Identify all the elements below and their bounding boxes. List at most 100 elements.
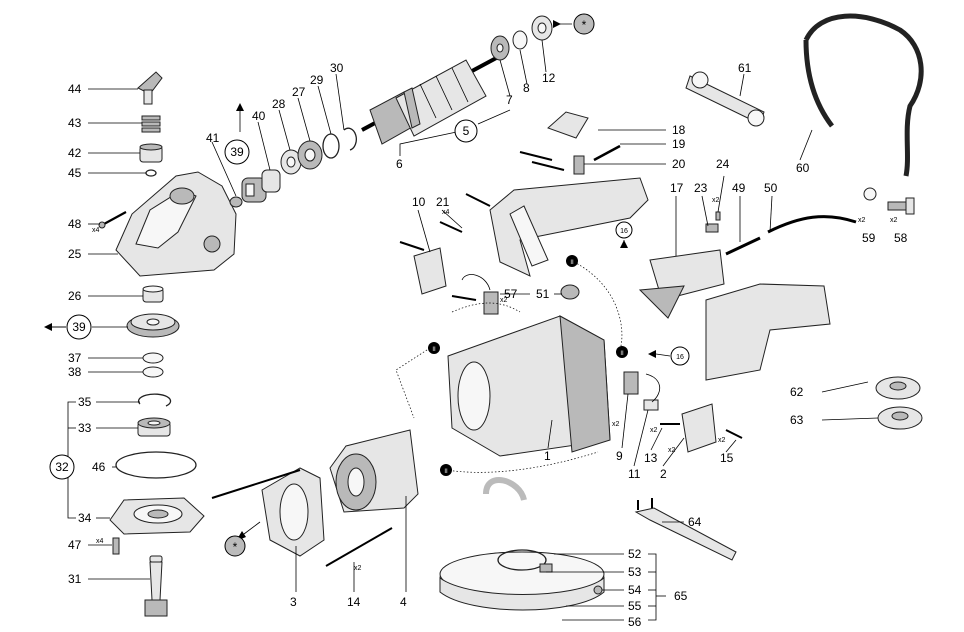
part-27-bearing <box>297 140 323 170</box>
svg-text:62: 62 <box>790 385 804 399</box>
svg-text:46: 46 <box>92 460 106 474</box>
part-handle-half-upper <box>489 177 649 277</box>
svg-text:24: 24 <box>716 157 730 171</box>
guide-dotted-1 <box>573 261 623 351</box>
part-20-spring <box>573 155 585 175</box>
arrow-16-right-leader <box>655 353 671 357</box>
part-47-screw <box>112 537 120 555</box>
svg-text:18: 18 <box>672 123 686 137</box>
svg-text:x4: x4 <box>92 227 100 234</box>
svg-text:30: 30 <box>330 61 344 75</box>
svg-text:57: 57 <box>504 287 518 301</box>
svg-text:5: 5 <box>463 124 470 138</box>
part-11-brush <box>643 373 660 411</box>
leader-lines <box>46 39 879 621</box>
svg-text:6: 6 <box>396 157 403 171</box>
part-rear-handle <box>705 283 831 381</box>
part-14-screw <box>325 527 393 567</box>
marker-ii-1: II <box>566 255 578 267</box>
svg-text:55: 55 <box>628 599 642 613</box>
part-8-washer <box>512 30 528 50</box>
part-12-ring <box>531 15 553 41</box>
part-61-spanner <box>685 71 765 127</box>
svg-text:54: 54 <box>628 583 642 597</box>
svg-text:39: 39 <box>72 320 86 334</box>
svg-text:19: 19 <box>672 137 686 151</box>
part-46-o-ring <box>115 451 197 479</box>
part-52-guard <box>439 477 605 611</box>
svg-text:31: 31 <box>68 572 82 586</box>
svg-text:65: 65 <box>674 589 688 603</box>
circled-callout-16-right: 16 <box>670 346 690 366</box>
part-29-ring <box>322 133 340 159</box>
svg-text:35: 35 <box>78 395 92 409</box>
circled-callout-32: 32 <box>49 454 75 480</box>
part-2-cover <box>681 403 717 453</box>
part-63-flange <box>877 406 923 430</box>
svg-text:29: 29 <box>310 73 324 87</box>
svg-text:63: 63 <box>790 413 804 427</box>
svg-text:II: II <box>432 347 436 353</box>
part-38-washer <box>142 366 164 378</box>
circled-callout-5: 5 <box>454 119 478 143</box>
svg-text:*: * <box>582 18 587 32</box>
part-51-cap <box>560 284 580 300</box>
svg-text:61: 61 <box>738 61 752 75</box>
part-57-brush-holder <box>461 274 499 315</box>
svg-text:28: 28 <box>272 97 286 111</box>
svg-text:11: 11 <box>628 467 641 481</box>
marker-ii-2: II <box>428 342 440 354</box>
svg-text:32: 32 <box>55 460 69 474</box>
part-33-bearing <box>137 417 171 437</box>
part-49-screw <box>725 236 761 256</box>
svg-text:60: 60 <box>796 161 810 175</box>
svg-text:56: 56 <box>628 615 642 629</box>
svg-text:x2: x2 <box>612 421 620 428</box>
svg-text:27: 27 <box>292 85 306 99</box>
svg-text:40: 40 <box>252 109 266 123</box>
svg-text:33: 33 <box>78 421 92 435</box>
part-1-motor-housing <box>447 315 611 457</box>
svg-text:52: 52 <box>628 547 642 561</box>
svg-text:4: 4 <box>400 595 407 609</box>
quantity-markers: x4 x4 x4 x2 x2 x2 x2 x2 x2 x2 x2 x2 <box>92 197 898 572</box>
svg-text:x2: x2 <box>718 437 726 444</box>
svg-text:25: 25 <box>68 247 82 261</box>
screw-upper-1 <box>519 151 553 161</box>
arrow-star-bottom-leader <box>243 521 261 535</box>
marker-ii-3: II <box>616 346 628 358</box>
svg-text:x2: x2 <box>890 217 898 224</box>
circled-callout-16-top: 16 <box>615 221 633 239</box>
part-64-key <box>634 498 737 561</box>
part-40-nut <box>261 169 281 193</box>
part-7-bearing <box>490 35 510 61</box>
svg-text:51: 51 <box>536 287 550 301</box>
circled-callout-39-left: 39 <box>66 314 92 340</box>
star-marker-top: * <box>573 13 595 35</box>
marker-ii-4: II <box>440 464 452 476</box>
svg-text:48: 48 <box>68 217 82 231</box>
svg-text:43: 43 <box>68 116 82 130</box>
svg-text:12: 12 <box>542 71 556 85</box>
svg-text:1: 1 <box>544 449 551 463</box>
part-17-switch <box>638 249 725 319</box>
svg-text:x2: x2 <box>668 447 676 454</box>
part-43-spring <box>141 115 161 133</box>
svg-text:59: 59 <box>862 231 876 245</box>
circled-callout-39-top: 39 <box>224 139 250 165</box>
part-23-clip <box>705 223 719 233</box>
svg-text:20: 20 <box>672 157 686 171</box>
part-30-circlip <box>343 127 357 151</box>
part-24-screw <box>715 211 721 221</box>
circled-callout-65: 65 <box>674 589 688 603</box>
part-44-lever <box>137 71 163 105</box>
star-marker-bottom: * <box>224 535 246 557</box>
part-48-screw <box>98 211 127 229</box>
svg-text:9: 9 <box>616 449 623 463</box>
svg-text:26: 26 <box>68 289 82 303</box>
part-28-bearing <box>280 149 302 175</box>
part-59-washer <box>863 187 877 201</box>
screw-57 <box>451 295 477 301</box>
svg-text:39: 39 <box>230 145 244 159</box>
part-26-bearing <box>142 285 164 303</box>
